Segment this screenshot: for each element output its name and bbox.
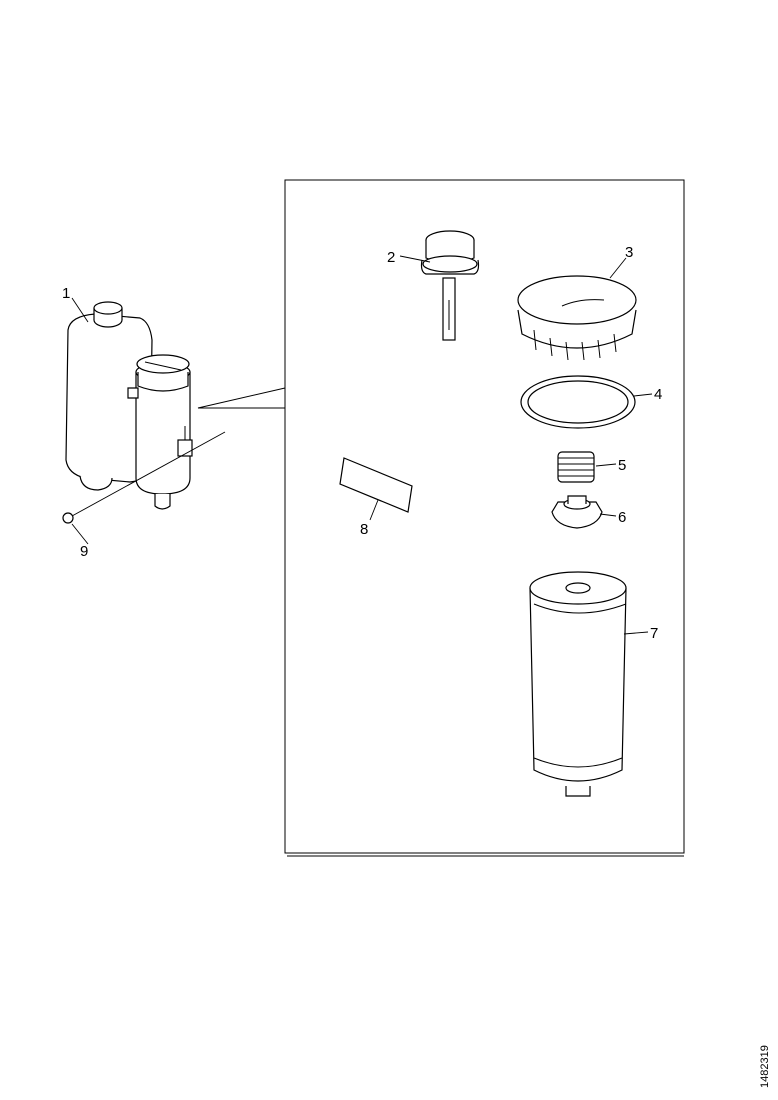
callout-9: 9 xyxy=(80,543,88,560)
callout-8: 8 xyxy=(360,521,368,538)
spring-part xyxy=(557,451,595,483)
figure-reference: 1482319 xyxy=(759,1045,771,1088)
dipstick-part xyxy=(420,230,480,341)
callout-6: 6 xyxy=(618,509,626,526)
filler-cap-part xyxy=(517,275,637,361)
callout-1: 1 xyxy=(62,285,70,302)
bolt-part xyxy=(62,431,226,524)
callout-3: 3 xyxy=(625,244,633,261)
detail-frame xyxy=(284,179,685,854)
filter-element-part xyxy=(529,571,627,797)
callout-4: 4 xyxy=(654,386,662,403)
valve-part xyxy=(551,495,603,529)
reservoir-assembly xyxy=(65,301,193,510)
callout-7: 7 xyxy=(650,625,658,642)
label-plate-part xyxy=(339,457,413,513)
seal-ring-part xyxy=(520,375,636,429)
callout-5: 5 xyxy=(618,457,626,474)
callout-2: 2 xyxy=(387,249,395,266)
detail-pointer xyxy=(197,387,286,409)
leader-lines xyxy=(71,255,653,635)
